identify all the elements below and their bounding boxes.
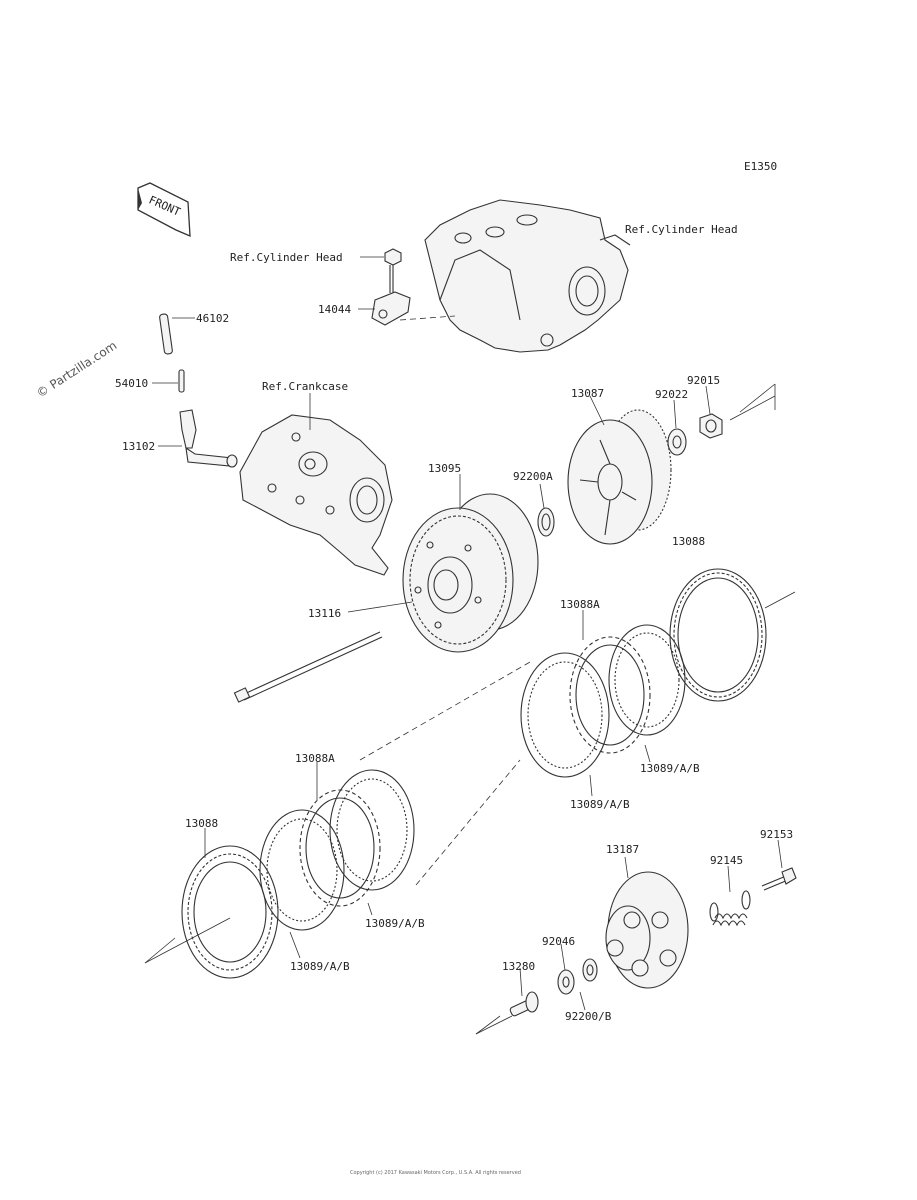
label-13089-3: 13089/A/B xyxy=(365,917,425,930)
label-13088-top: 13088 xyxy=(672,535,705,548)
friction-plate-upper-right xyxy=(669,568,767,702)
release-lever-13102 xyxy=(179,409,238,468)
steel-plate-upper xyxy=(608,624,686,736)
washer-92022 xyxy=(667,428,687,456)
nut-92015 xyxy=(699,413,723,439)
label-13280: 13280 xyxy=(502,960,535,973)
steel-plate-lower-1 xyxy=(329,769,415,891)
label-92153: 92153 xyxy=(760,828,793,841)
crankcase xyxy=(239,414,393,576)
front-arrow-icon: FRONT xyxy=(137,182,191,238)
copyright-text: Copyright (c) 2017 Kawasaki Motors Corp.… xyxy=(350,1170,521,1176)
spring-92145 xyxy=(709,890,751,927)
label-92015: 92015 xyxy=(687,374,720,387)
label-13088A-mid: 13088A xyxy=(295,752,335,765)
label-92145: 92145 xyxy=(710,854,743,867)
steel-plate-lower xyxy=(520,652,610,778)
push-rod-46102 xyxy=(159,313,173,355)
bolt-bracket-14044 xyxy=(371,248,411,326)
label-ref-crankcase: Ref.Crankcase xyxy=(262,380,348,393)
axis-arrow-right-icon xyxy=(764,591,796,609)
clutch-housing-13095 xyxy=(402,493,539,653)
label-ref-cylinder-head-right: Ref.Cylinder Head xyxy=(625,223,738,236)
rod-holder-13280 xyxy=(509,991,539,1017)
cylinder-head xyxy=(424,199,631,353)
push-rod-13116 xyxy=(233,631,383,703)
washer-92200A xyxy=(537,507,555,537)
label-13095: 13095 xyxy=(428,462,461,475)
label-13089-4: 13089/A/B xyxy=(290,960,350,973)
label-92046: 92046 xyxy=(542,935,575,948)
label-13116: 13116 xyxy=(308,607,341,620)
axis-arrow-bottom-icon xyxy=(475,1015,513,1035)
label-13088A-top: 13088A xyxy=(560,598,600,611)
friction-plate-13088-lower xyxy=(181,845,279,979)
watermark: © Partzilla.com xyxy=(34,338,119,400)
label-54010: 54010 xyxy=(115,377,148,390)
label-ref-cylinder-head-left: Ref.Cylinder Head xyxy=(230,251,343,264)
label-13088-left: 13088 xyxy=(185,817,218,830)
axis-arrow-icon xyxy=(729,383,776,421)
bolt-92153 xyxy=(761,867,797,891)
label-46102: 46102 xyxy=(196,312,229,325)
pressure-plate-13187 xyxy=(605,871,689,989)
label-13187: 13187 xyxy=(606,843,639,856)
clutch-hub-13087 xyxy=(567,409,672,545)
label-92200B: 92200/B xyxy=(565,1010,612,1023)
label-13087: 13087 xyxy=(571,387,604,400)
label-92200A: 92200A xyxy=(513,470,553,483)
pin-54010 xyxy=(178,369,185,393)
label-13102: 13102 xyxy=(122,440,155,453)
label-13089-1: 13089/A/B xyxy=(640,762,700,775)
friction-plate-13088A-lower xyxy=(299,789,381,907)
axis-arrow-left-icon xyxy=(144,917,231,964)
label-14044: 14044 xyxy=(318,303,351,316)
label-13089-2: 13089/A/B xyxy=(570,798,630,811)
label-92022: 92022 xyxy=(655,388,688,401)
washer-92200B xyxy=(582,958,598,982)
friction-plate-13088A-upper xyxy=(569,636,651,754)
bearing-92046 xyxy=(557,969,575,995)
diagram-code: E1350 xyxy=(744,160,777,173)
